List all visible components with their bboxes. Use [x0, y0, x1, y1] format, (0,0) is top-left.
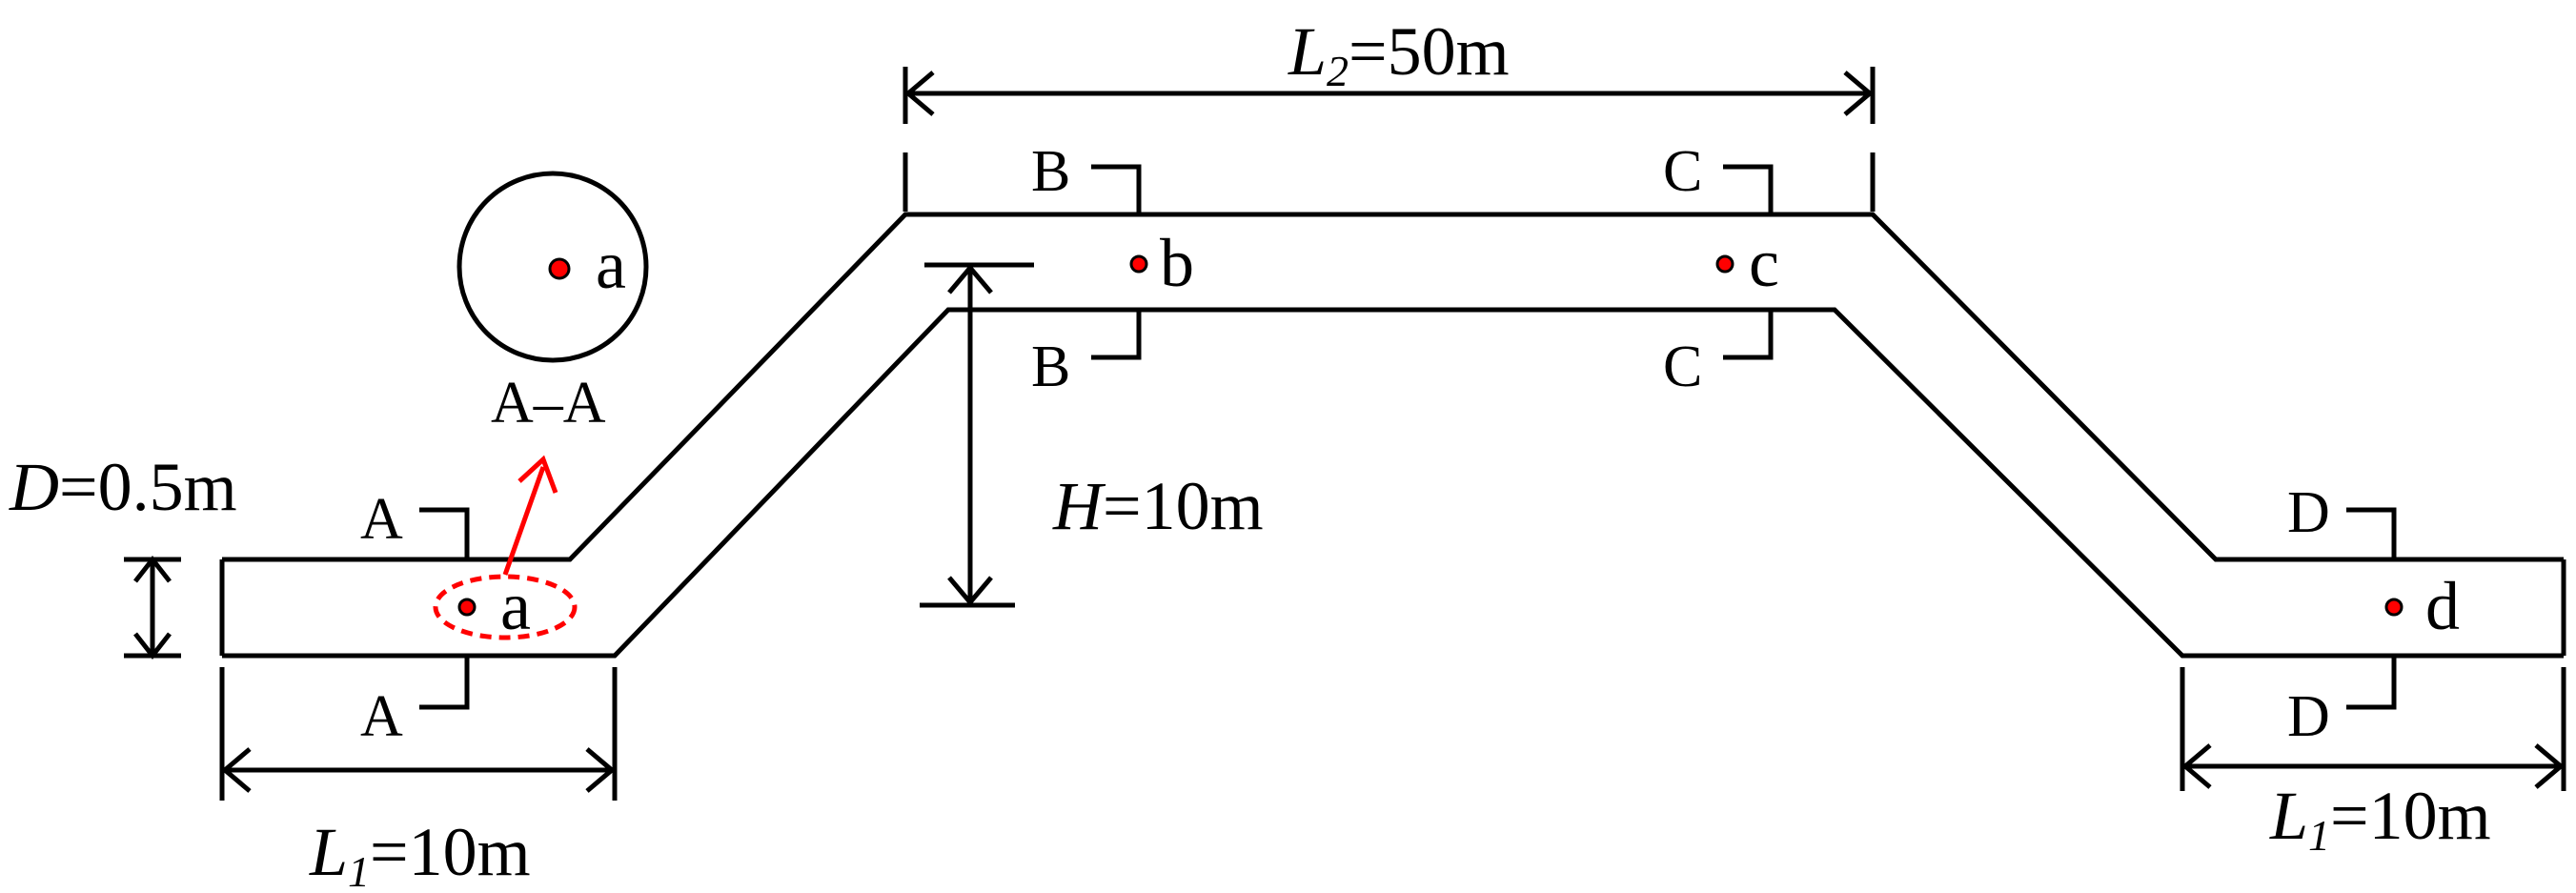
svg-text:L2=50m: L2=50m: [1288, 13, 1510, 95]
highlight-arrow: [502, 455, 558, 576]
measurement-point-d: d: [2384, 568, 2460, 644]
l2-dimension: L2=50m: [903, 13, 1876, 212]
svg-text:D: D: [2287, 684, 2330, 749]
height-dimension: H=10m: [920, 262, 1264, 608]
pipe-bottom-wall: [222, 307, 2564, 659]
inset-point-a: [548, 257, 571, 280]
svg-text:D=0.5m: D=0.5m: [9, 449, 237, 525]
svg-text:d: d: [2425, 568, 2460, 644]
section-a-top: A: [360, 487, 470, 558]
cross-section-inset: a A–A: [456, 171, 649, 436]
svg-text:L1=10m: L1=10m: [2269, 778, 2491, 860]
measurement-point-c: c: [1715, 225, 1779, 301]
svg-text:B: B: [1031, 139, 1070, 204]
section-d-top: D: [2287, 480, 2397, 558]
svg-text:H=10m: H=10m: [1052, 468, 1264, 544]
section-d-bottom: D: [2287, 658, 2397, 749]
svg-text:A: A: [360, 487, 403, 552]
section-c-bottom: C: [1663, 312, 1774, 399]
svg-text:A: A: [360, 684, 403, 749]
l1-left-dimension: L1=10m: [219, 667, 618, 893]
svg-text:b: b: [1160, 225, 1194, 301]
diameter-value: =0.5m: [59, 449, 237, 525]
cross-section-caption: A–A: [491, 371, 606, 436]
diameter-symbol: D: [9, 449, 59, 525]
section-b-top: B: [1031, 139, 1142, 213]
section-b-bottom: B: [1031, 312, 1142, 399]
measurement-point-a: a: [457, 568, 531, 644]
svg-text:a: a: [500, 568, 531, 644]
svg-text:C: C: [1663, 139, 1702, 204]
svg-text:c: c: [1749, 225, 1779, 301]
diameter-dimension: D=0.5m: [9, 449, 237, 660]
svg-text:C: C: [1663, 335, 1702, 399]
svg-text:a: a: [596, 227, 626, 303]
highlight-ellipse-a: [433, 574, 578, 640]
svg-text:B: B: [1031, 335, 1070, 399]
cross-section-circle: [456, 171, 649, 363]
section-c-top: C: [1663, 139, 1774, 213]
svg-text:L1=10m: L1=10m: [309, 814, 531, 893]
section-a-bottom: A: [360, 658, 470, 749]
svg-text:D: D: [2287, 480, 2330, 545]
measurement-point-b: b: [1129, 225, 1194, 301]
l1-right-dimension: L1=10m: [2180, 667, 2566, 860]
